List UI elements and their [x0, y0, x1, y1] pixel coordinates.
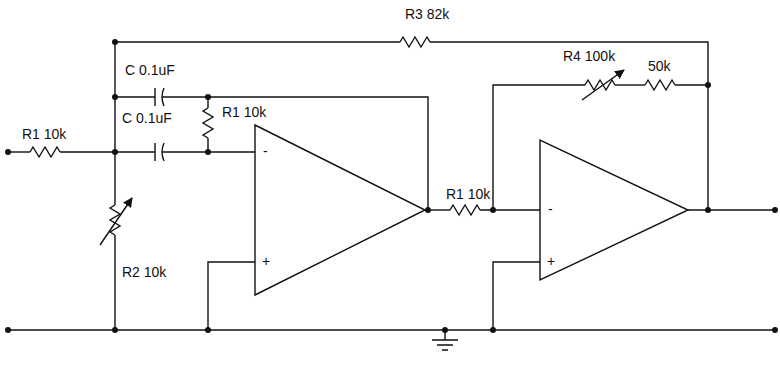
pin-label: -: [263, 143, 268, 159]
junction-dots: [5, 39, 778, 333]
wire: [115, 41, 400, 42]
wire: [60, 151, 155, 152]
ground-rail: [8, 329, 775, 330]
component-label: R2 10k: [122, 264, 166, 280]
resistor-symbol: [400, 37, 430, 47]
wire: [114, 235, 115, 330]
wire: [115, 96, 155, 97]
potentiometer-arrow: [100, 198, 132, 245]
component-label: R1 10k: [222, 104, 266, 120]
wire: [480, 209, 540, 210]
pin-label: -: [548, 201, 553, 217]
wire: [493, 85, 585, 210]
wire: [675, 84, 708, 85]
pin-label: +: [262, 253, 270, 269]
pin-label: +: [547, 253, 555, 269]
wire: [114, 42, 115, 205]
opamp-symbol: [540, 140, 688, 280]
wire: [8, 151, 30, 152]
component-label: C 0.1uF: [122, 110, 172, 126]
component-label: R4 100k: [563, 48, 615, 64]
potentiometer-symbol: [585, 80, 615, 90]
resistor-symbol: [203, 108, 213, 138]
wire: [162, 97, 428, 210]
wire: [208, 262, 255, 330]
wire: [615, 84, 645, 85]
component-label: 50k: [648, 58, 671, 74]
component-label: R1 10k: [446, 186, 490, 202]
potentiometer-symbol: [110, 205, 120, 235]
opamp-symbol: [255, 125, 425, 295]
resistor-symbol: [645, 80, 675, 90]
resistor-symbol: [30, 147, 60, 157]
component-label: R1 10k: [22, 126, 66, 142]
wire: [493, 262, 540, 330]
component-label: R3 82k: [405, 6, 449, 22]
resistor-symbol: [450, 205, 480, 215]
wire: [430, 42, 708, 210]
component-label: C 0.1uF: [125, 62, 175, 78]
wire: [688, 209, 775, 210]
